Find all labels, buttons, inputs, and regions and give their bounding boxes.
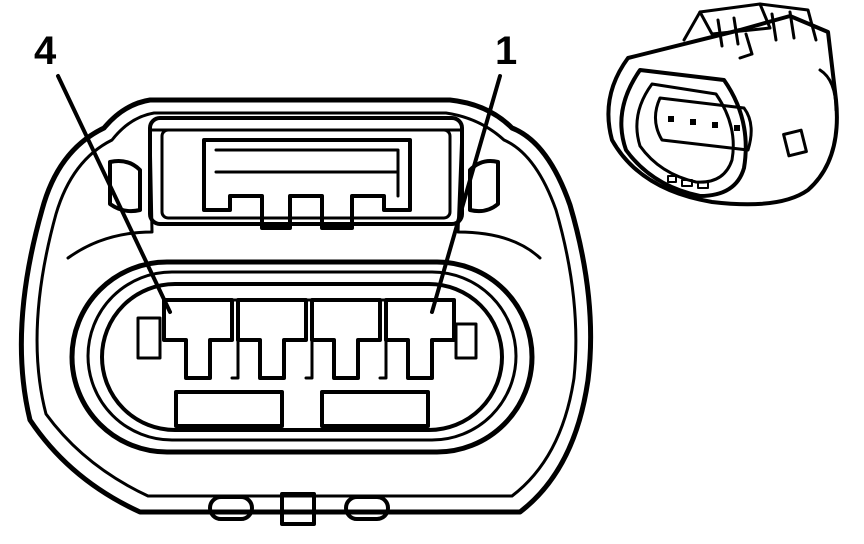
cavity-ring-inner [100, 282, 504, 432]
callout-line-pin-1 [430, 74, 502, 314]
cavity-ring-mid [86, 270, 518, 442]
iso-body-outline [606, 14, 839, 207]
connector-face-view [18, 97, 594, 526]
terminal-slot-1 [384, 298, 456, 380]
latch-frame-outer [148, 116, 464, 226]
pin-callouts [56, 74, 502, 314]
terminal-slot-3 [236, 298, 308, 380]
key-rib-right [320, 390, 430, 428]
latch-tab [202, 138, 412, 230]
terminal-slot-2 [310, 298, 382, 380]
iso-face-frame [619, 68, 748, 198]
iso-pin-dots [668, 116, 740, 131]
iso-latch [682, 2, 818, 60]
connector-isometric-view [606, 2, 839, 207]
key-rib-left [174, 390, 284, 428]
housing-outer-outline [18, 97, 594, 515]
iso-plug [654, 96, 753, 152]
left-ear [108, 159, 142, 214]
iso-face-inner [635, 82, 735, 184]
latch-frame-inner [160, 128, 452, 220]
housing-inner-outline [35, 111, 578, 498]
iso-marking [667, 175, 709, 189]
terminal-slot-4 [162, 298, 234, 380]
iso-side-window [782, 128, 808, 158]
pin-label-4: 4 [34, 29, 57, 73]
bottom-oval-left [208, 495, 254, 521]
slot-dividers [136, 298, 478, 380]
right-ear [468, 159, 500, 214]
cavity-ring-outer [69, 259, 535, 455]
pin-label-1: 1 [495, 29, 517, 73]
bottom-square [280, 492, 316, 526]
iso-right-edge [818, 68, 838, 112]
bottom-oval-right [344, 495, 390, 521]
terminal-slots [162, 298, 456, 380]
latch-tab-inner [214, 148, 400, 198]
callout-line-pin-4 [56, 74, 172, 314]
